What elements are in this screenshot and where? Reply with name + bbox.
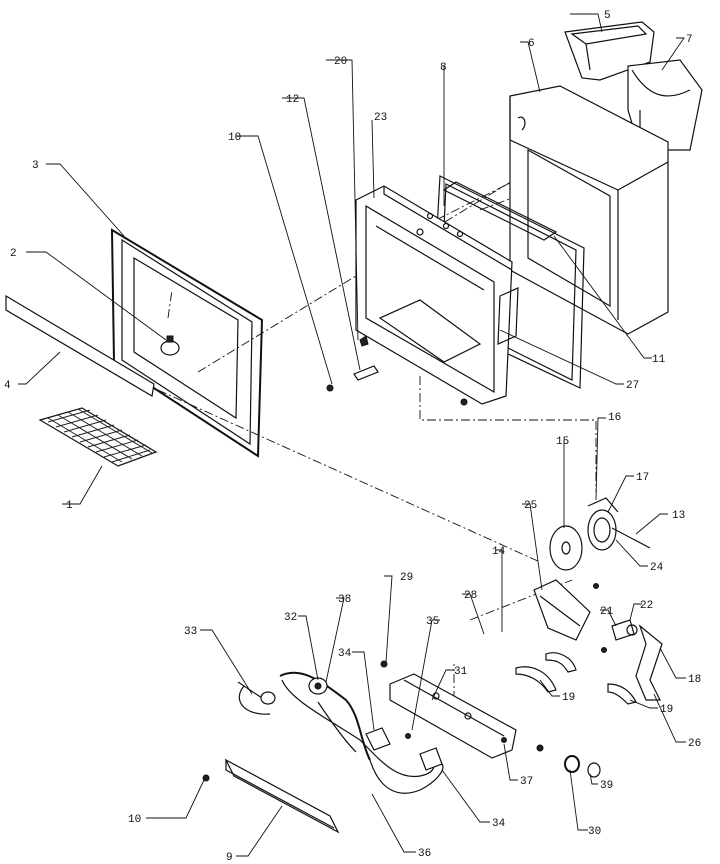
part-19-deflector-left (515, 652, 577, 693)
callout-22: 22 (640, 600, 653, 612)
callout-21: 21 (600, 606, 614, 618)
callout-7: 7 (686, 34, 693, 46)
part-23-liner (355, 185, 519, 405)
callout-8: 8 (440, 62, 447, 74)
callout-16: 16 (608, 412, 621, 424)
callout-37: 37 (520, 776, 533, 788)
callout-19a: 19 (562, 692, 575, 704)
callout-18: 18 (688, 674, 701, 686)
callout-2: 2 (10, 248, 17, 260)
callout-28: 28 (464, 590, 477, 602)
callout-13: 13 (672, 510, 685, 522)
callout-34b: 34 (492, 818, 506, 830)
part-36-wiring-harness (279, 671, 444, 794)
callout-24: 24 (650, 562, 664, 574)
part-1-grille (38, 407, 158, 467)
callout-19b: 19 (660, 704, 673, 716)
part-25-chute (533, 579, 591, 641)
callout-20: 20 (334, 56, 347, 68)
callout-12: 12 (286, 94, 299, 106)
callout-15: 15 (556, 436, 569, 448)
part-17-fan-shroud (587, 497, 651, 589)
callout-14: 14 (492, 546, 506, 558)
part-18-26-arm (607, 624, 663, 705)
part-33-lamp (237, 681, 276, 715)
callout-23: 23 (374, 112, 387, 124)
part-31-bracket (380, 660, 517, 759)
callout-38: 38 (338, 594, 351, 606)
callout-3: 3 (32, 160, 39, 172)
callout-32: 32 (284, 612, 297, 624)
callout-4: 4 (4, 380, 11, 392)
leader-lines (18, 13, 686, 857)
callout-33: 33 (184, 626, 197, 638)
callout-11: 11 (652, 354, 666, 366)
callout-labels: 1 2 3 4 5 6 7 8 9 10 10 11 12 13 14 15 1… (4, 10, 701, 864)
callout-39: 39 (600, 780, 613, 792)
callout-34a: 34 (338, 648, 352, 660)
part-15-fan-blade (549, 525, 583, 571)
callout-9: 9 (226, 852, 233, 864)
part-7-bucket (627, 59, 703, 151)
callout-10b: 10 (128, 814, 141, 826)
part-2-knob (160, 335, 180, 356)
part-4-trim-strip (5, 294, 155, 397)
part-3-door-frame (110, 228, 264, 458)
callout-27: 27 (626, 380, 639, 392)
callout-29: 29 (400, 572, 413, 584)
callout-26: 26 (688, 738, 701, 750)
part-32-switch (308, 677, 328, 695)
callout-25: 25 (524, 500, 537, 512)
callout-35: 35 (426, 616, 439, 628)
callout-10a: 10 (228, 132, 241, 144)
small-fasteners (326, 335, 468, 406)
callout-31: 31 (454, 666, 468, 678)
callout-5: 5 (604, 10, 611, 22)
part-30-39-washers (536, 744, 601, 778)
part-9-plate (202, 758, 340, 834)
part-34-connector (365, 727, 443, 771)
callout-36: 36 (418, 848, 431, 860)
callout-17: 17 (636, 472, 649, 484)
callout-30: 30 (588, 826, 601, 838)
callout-6: 6 (528, 38, 535, 50)
callout-1: 1 (66, 500, 73, 512)
part-11-gasket (442, 181, 558, 241)
part-21-22-actuator (601, 619, 638, 653)
